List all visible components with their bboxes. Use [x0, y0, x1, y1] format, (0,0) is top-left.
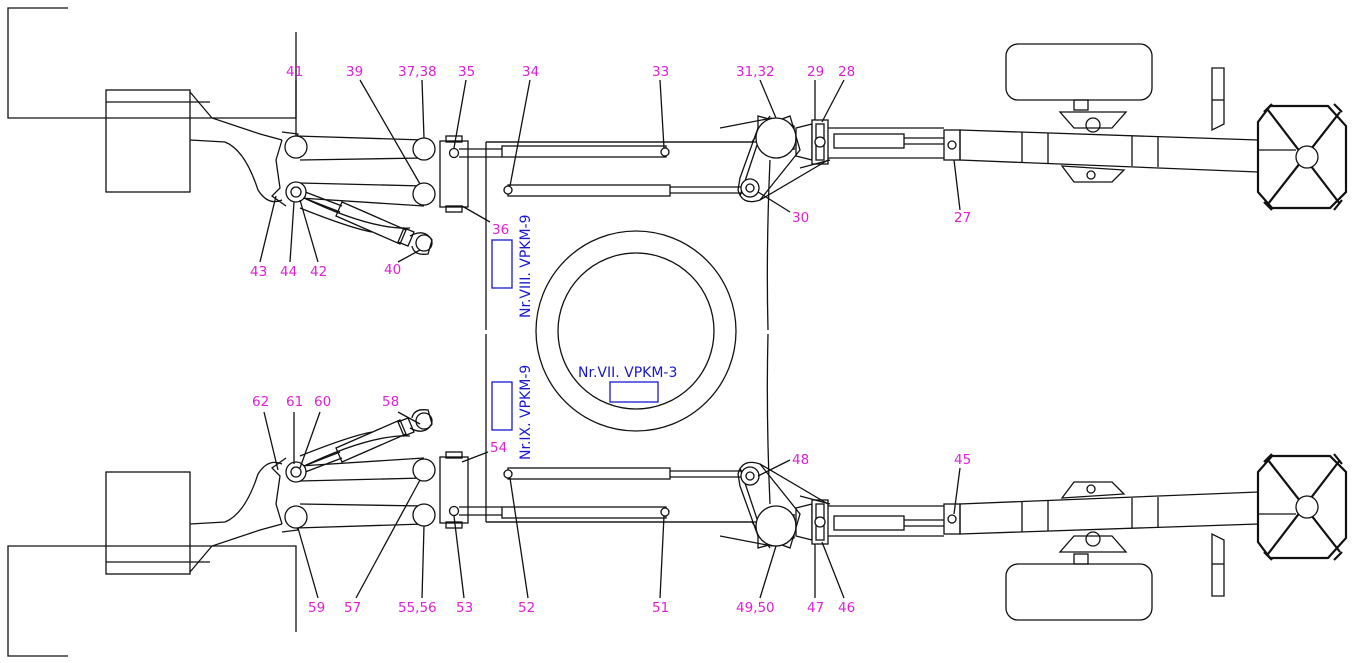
pin-39 [412, 182, 436, 206]
lower-assembly [6, 332, 1348, 658]
pin-40 [415, 234, 433, 252]
wheel-top [1005, 43, 1153, 101]
part-number: 60 [314, 394, 331, 410]
bracket-35-36 [439, 140, 469, 208]
part-number: 61 [286, 394, 303, 410]
part-number: 31,32 [736, 64, 775, 80]
pin-44 [285, 181, 307, 203]
cylinder-body [335, 201, 407, 245]
part-number: 40 [384, 262, 401, 278]
part-number: 36 [492, 222, 509, 238]
pin-30 [740, 178, 760, 198]
pin-31-32 [755, 117, 797, 159]
part-number: 53 [456, 600, 473, 616]
part-number: 52 [518, 600, 535, 616]
cylinder-34 [507, 184, 671, 197]
right-beam [959, 129, 1259, 173]
pin-41 [284, 135, 308, 159]
part-number: 59 [308, 600, 325, 616]
plate-right-edge [766, 159, 771, 331]
part-number: 44 [280, 264, 297, 280]
inner-ring [557, 252, 715, 410]
label-box-vii [609, 381, 659, 403]
side-bracket [1211, 67, 1225, 132]
part-number: 43 [250, 264, 267, 280]
part-number: 57 [344, 600, 361, 616]
part-number: 48 [792, 452, 809, 468]
part-number: 58 [382, 394, 399, 410]
middle-link [299, 182, 425, 207]
part-number: 47 [807, 600, 824, 616]
part-number: 29 [807, 64, 824, 80]
part-number: 28 [838, 64, 855, 80]
label-vpkm9-top: Nr.VIII. VPKM-9 [518, 215, 534, 319]
part-number: 45 [954, 452, 971, 468]
part-number: 51 [652, 600, 669, 616]
part-number: 39 [346, 64, 363, 80]
part-number: 41 [286, 64, 303, 80]
label-box-ix [491, 381, 513, 431]
part-number: 49,50 [736, 600, 775, 616]
part-number: 34 [522, 64, 539, 80]
part-number: 33 [652, 64, 669, 80]
label-vpkm9-bottom: Nr.IX. VPKM-9 [518, 365, 534, 460]
cylinder-rod [299, 189, 343, 213]
part-number: 42 [310, 264, 327, 280]
part-number: 27 [954, 210, 971, 226]
label-box-viii [491, 239, 513, 289]
upper-link [295, 135, 425, 161]
end-box [1256, 104, 1348, 210]
part-number: 54 [490, 440, 507, 456]
part-number: 30 [792, 210, 809, 226]
label-vpkm3: Nr.VII. VPKM-3 [578, 365, 677, 381]
left-block [105, 89, 191, 193]
jaw-body [189, 91, 283, 203]
upper-assembly [7, 7, 1348, 331]
wheel-mount-upper [1058, 111, 1128, 129]
wheel-mount-lower [1060, 165, 1126, 183]
cylinder-33 [501, 145, 667, 158]
part-number: 35 [458, 64, 475, 80]
leader-lines [259, 79, 961, 599]
pin-37-38 [412, 137, 436, 161]
part-number: 37,38 [398, 64, 437, 80]
part-number: 55,56 [398, 600, 437, 616]
cylinder-cap [397, 227, 415, 247]
outer-ring [535, 230, 737, 432]
end-pin [1295, 145, 1319, 169]
part-number: 46 [838, 600, 855, 616]
part-number: 62 [252, 394, 269, 410]
